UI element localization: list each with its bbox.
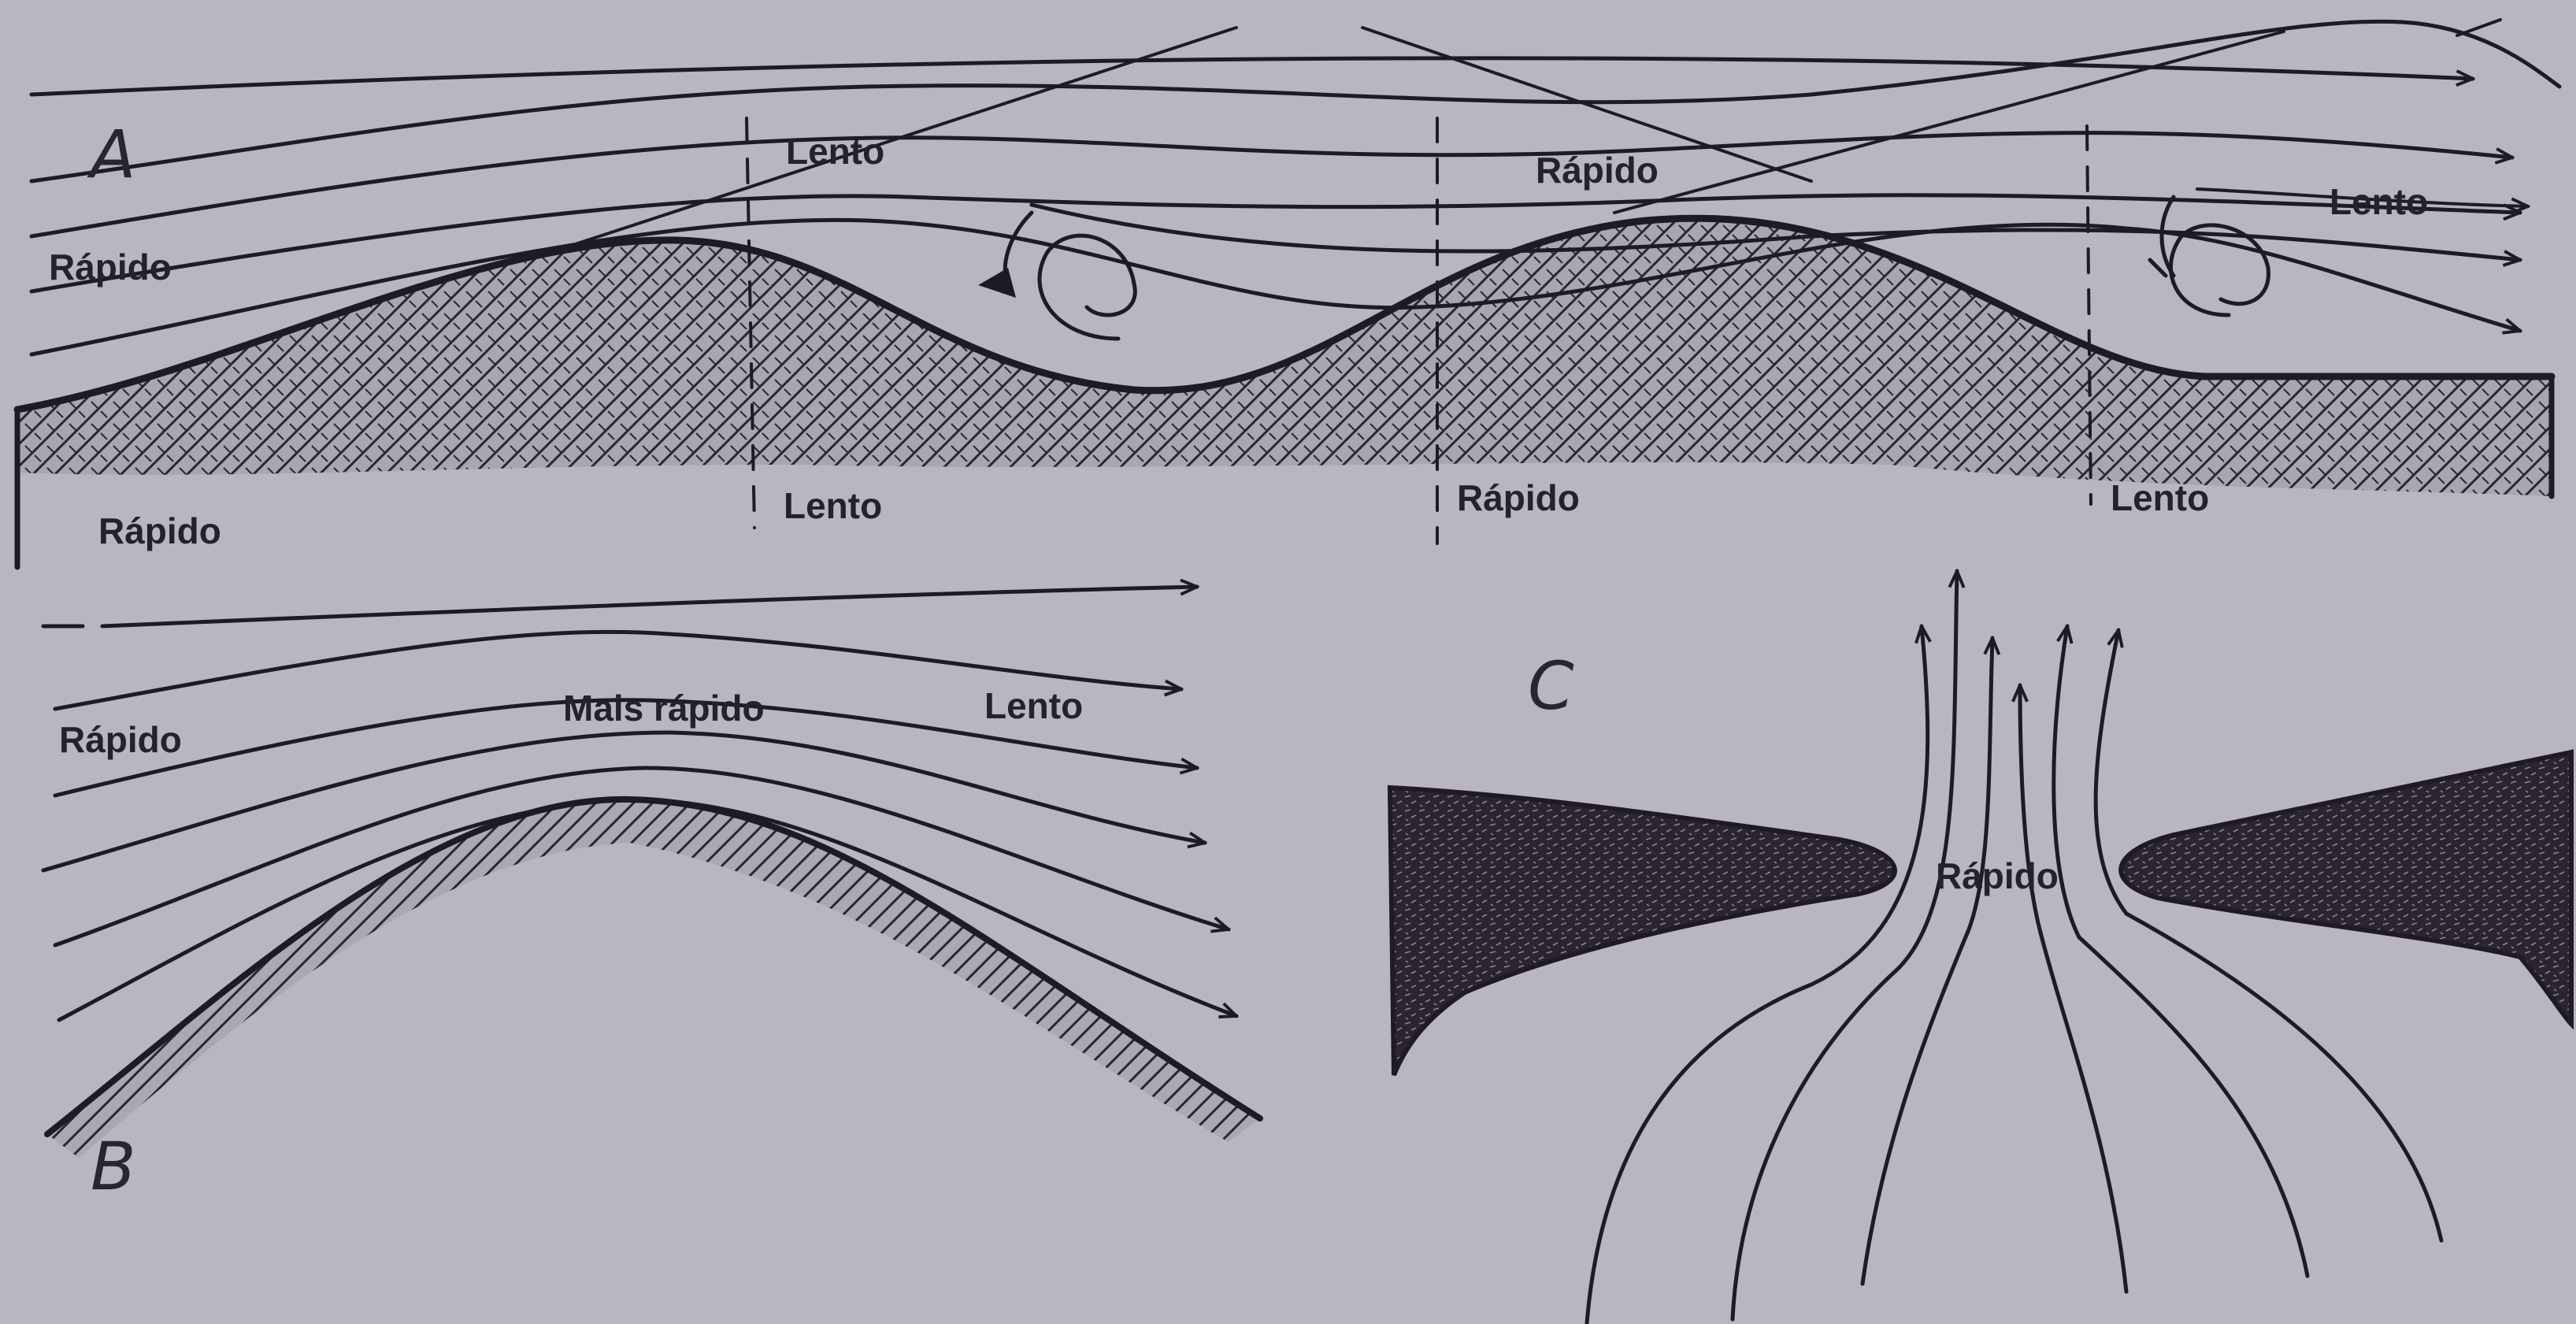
panel-c-letter: C: [1528, 647, 1574, 725]
panel-a: A Rápido Lento Rápido Lento Rápido Lento…: [17, 20, 2559, 567]
label-a-below-left: Rápido: [98, 510, 221, 551]
panel-b-letter: B: [91, 1128, 136, 1205]
label-a-between: Rápido: [1536, 150, 1659, 191]
label-b-right: Lento: [984, 685, 1083, 726]
label-a-below-crest2: Lento: [2111, 477, 2209, 518]
panel-a-letter: A: [87, 116, 135, 193]
panel-c-left-rock: [1390, 788, 1895, 1075]
label-b-crest: Mais rápido: [563, 688, 765, 729]
panel-c: C Rápido: [1390, 571, 2571, 1323]
panel-c-streamlines: [1587, 571, 2441, 1323]
panel-b: B Rápido Mais rápido Lento: [43, 587, 1260, 1205]
panel-b-hill: [47, 799, 1260, 1158]
label-a-below-trough: Rápido: [1457, 477, 1580, 518]
panel-a-eddy-1: [978, 213, 1135, 339]
label-a-upper-left: Rápido: [49, 247, 172, 287]
panel-c-right-rock: [2121, 752, 2571, 1024]
label-a-crest1: Lento: [786, 131, 884, 172]
label-b-left: Rápido: [59, 719, 182, 760]
label-c-gap: Rápido: [1936, 855, 2059, 896]
label-a-below-crest1: Lento: [784, 485, 882, 526]
panel-a-eddy-2: [2150, 197, 2268, 315]
label-a-right: Lento: [2330, 181, 2428, 222]
